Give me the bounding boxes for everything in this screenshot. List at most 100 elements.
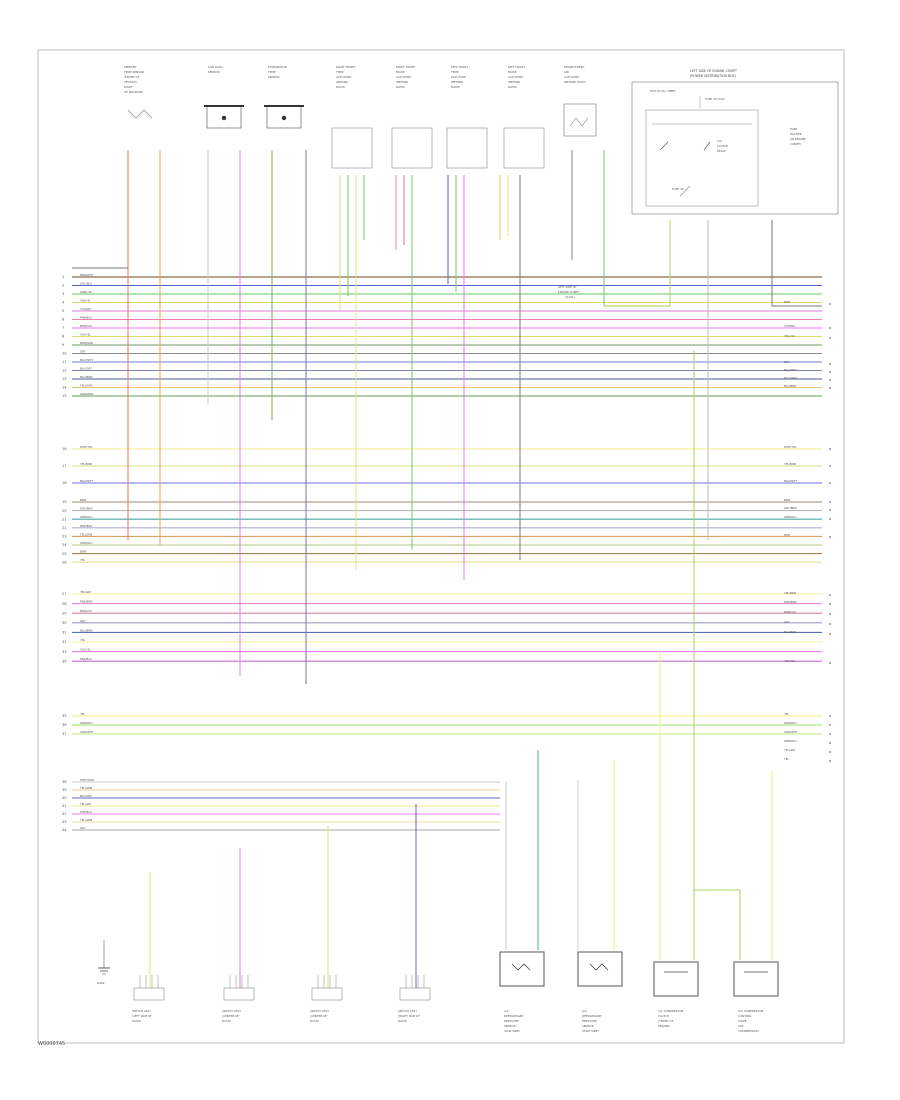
right-connector-dot: [829, 379, 831, 381]
right-connector-dot: [829, 715, 831, 717]
wire-color-code: VIO/YEL: [80, 299, 91, 303]
relay-line-1: A/C: [717, 139, 722, 143]
top-component-label: DASH): [451, 85, 460, 89]
wire-color-code: YEL: [80, 712, 85, 716]
bottom-component-label: PRESSURE: [504, 1019, 519, 1023]
top-component-label: VEHICLE): [124, 80, 137, 84]
bottom-component-label: DASH): [132, 1019, 141, 1023]
wire-color-code: GRY/BRN: [80, 507, 93, 511]
top-component-label: LEFT FRONT: [451, 65, 468, 69]
right-wire-label: YEL: [784, 757, 789, 761]
right-wire-label: GRY: [784, 360, 790, 364]
right-connector-dot: [829, 742, 831, 744]
bottom-component-label: DASH): [398, 1019, 407, 1023]
wire-pin-number: 24: [62, 543, 67, 547]
right-connector-dot: [829, 501, 831, 503]
bottom-component-label: SENSOR: [504, 1024, 516, 1028]
bottom-component-label: DASH): [310, 1019, 319, 1023]
switch-connector: [133, 987, 165, 1001]
wire-pin-number: 20: [62, 509, 67, 513]
actuator-motor-symbol: [569, 117, 589, 127]
mid-ground-line-2: ENGINE COMPT: [558, 290, 580, 294]
wire-color-code: BRN: [80, 498, 86, 502]
wire-pin-number: 30: [62, 621, 67, 625]
right-connector-dot: [829, 613, 831, 615]
relay-line-2: CLUTCH: [717, 144, 728, 148]
wire-pin-number: 34: [62, 659, 67, 663]
wire-pin-number: 15: [62, 394, 67, 398]
bottom-component-label: A/C COMPRESSOR: [738, 1009, 763, 1013]
fuse-label: FUSE 40: [672, 187, 684, 191]
right-wire-label: VIO/BLU: [784, 324, 795, 328]
top-component-label: (BEHIND: [508, 80, 520, 84]
mid-ground-line-3: (G101): [565, 295, 575, 299]
switch-connector: [223, 987, 255, 1001]
top-component-label: TEMP SENSOR: [123, 70, 144, 74]
panel-title-line-1: LEFT SIDE OF ENGINE COMPT: [690, 69, 737, 73]
wire-pin-number: 6: [62, 318, 65, 322]
bottom-component-label: DASH): [222, 1019, 231, 1023]
wire-pin-number: 40: [62, 796, 67, 800]
sensor-body: [577, 951, 623, 987]
wire-color-code: BRN/VIO: [80, 609, 93, 613]
wire-pin-number: 4: [62, 301, 65, 305]
right-wire-label: GRN/WHT: [784, 730, 798, 734]
wire-pin-number: 28: [62, 602, 67, 606]
sensor-symbol: [589, 963, 609, 971]
right-wire-label: BLU/WHT: [784, 479, 797, 483]
sensor-dot: [221, 115, 227, 121]
mid-ground-line-1: LEFT SIDE OF: [558, 285, 577, 289]
wire-pin-number: 32: [62, 640, 67, 644]
sensor-body: [499, 951, 545, 987]
wire-pin-number: 16: [62, 447, 67, 451]
wire-color-code: PNK/BLU: [80, 316, 92, 320]
right-connector-dot: [829, 662, 831, 664]
top-component-label: LEFT FRONT: [508, 65, 525, 69]
right-connector-dot: [829, 448, 831, 450]
bottom-component-label: COMPRESSOR): [738, 1029, 759, 1033]
top-component-label: (FRONT OF: [124, 75, 140, 79]
fuse-holder-line-4: COMPT): [790, 142, 801, 146]
right-wire-label: YEL/GRY: [784, 748, 796, 752]
wire-pin-number: 41: [62, 804, 67, 808]
switch-connector: [399, 987, 431, 1001]
right-connector-dot: [829, 633, 831, 635]
top-component-label: AMBIENT: [124, 65, 137, 69]
actuator-box: [331, 127, 373, 169]
wire-color-code: GRN/BRN: [80, 392, 93, 396]
bottom-component-label: (HIGH SIDE): [582, 1029, 599, 1033]
top-component-label: (BEHIND: [451, 80, 463, 84]
wire-color-code: YEL/GRN: [80, 818, 92, 822]
top-component-label: MODE: [396, 70, 405, 74]
bottom-component-label: A/C: [504, 1009, 509, 1013]
top-component-label: RECIRC/FRESH: [564, 65, 584, 69]
wire-color-code: GRN/BLU: [80, 515, 93, 519]
wire-color-code: GRY: [80, 826, 86, 830]
compressor-body: [733, 961, 779, 997]
bottom-component-label: VALVE: [738, 1019, 747, 1023]
wire-pin-number: 33: [62, 650, 67, 654]
top-component-label: ACTUATOR: [508, 75, 523, 79]
top-component-label: TEMP: [450, 70, 459, 74]
right-wire-label: BLU/BRN: [784, 630, 796, 634]
wire-color-code: BLU/GRY: [80, 367, 92, 371]
right-wire-label: BLU/GRN: [784, 376, 797, 380]
wire-color-code: YEL: [80, 638, 85, 642]
top-component-label: TEMP: [267, 70, 276, 74]
wire-color-code: WHT/YEL: [80, 445, 93, 449]
wire-pin-number: 21: [62, 517, 67, 521]
actuator-box: [391, 127, 433, 169]
right-wire-label: BRN: [784, 300, 790, 304]
bottom-component-label: CLUTCH: [658, 1014, 669, 1018]
right-connector-dot: [829, 760, 831, 762]
bottom-component-label: (LEFT SIDE OF: [132, 1014, 152, 1018]
bottom-component-label: ENGINE): [658, 1024, 670, 1028]
wire-pin-number: 19: [62, 500, 67, 504]
